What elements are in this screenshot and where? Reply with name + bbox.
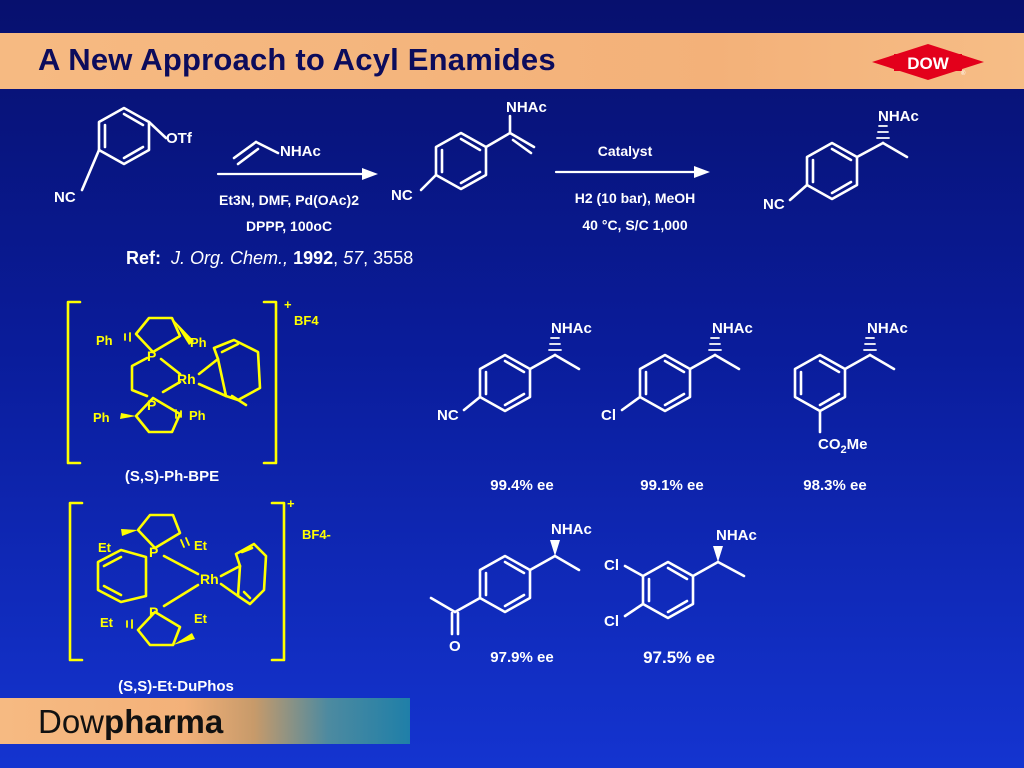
product-2-molecule xyxy=(620,353,741,413)
enamide-molecule xyxy=(419,114,536,192)
duphos-rh-label: Rh xyxy=(200,571,219,587)
svg-text:®: ® xyxy=(961,70,966,77)
product-1-molecule xyxy=(462,353,581,413)
dow-logo: DOW ® xyxy=(872,44,984,80)
product-2-ee: 99.1% ee xyxy=(640,477,703,494)
duphos-counterion: BF4- xyxy=(302,527,331,542)
step2-conditions-line2: 40 °C, S/C 1,000 xyxy=(582,217,687,233)
product-nc-label: NC xyxy=(763,196,785,213)
title-bar xyxy=(0,33,1024,89)
duphos-et-label-3: Et xyxy=(100,615,114,630)
reference-page: 3558 xyxy=(373,248,414,268)
reference-journal: J. Org. Chem., xyxy=(171,248,289,268)
bpe-ph-label-2: Ph xyxy=(190,335,207,350)
bpe-counterion: BF4 xyxy=(294,313,319,328)
svg-text:NHAc: NHAc xyxy=(867,320,908,337)
duphos-p-top: P xyxy=(149,544,158,560)
reference: Ref: J. Org. Chem., 1992, 57, 3558 xyxy=(126,248,414,268)
product-3-sub: CO2Me xyxy=(818,436,867,456)
step2-catalyst: Catalyst xyxy=(598,143,653,159)
dow-logo-text: DOW xyxy=(907,54,950,73)
product-3-molecule xyxy=(793,353,896,434)
svg-text:NHAc: NHAc xyxy=(551,320,592,337)
step1-conditions-line2: DPPP, 100oC xyxy=(246,218,332,234)
bpe-p-top: P xyxy=(147,348,156,364)
catalyst-1-name: (S,S)-Ph-BPE xyxy=(125,468,219,485)
product-1-sub: NC xyxy=(437,407,459,424)
svg-text:NHAc: NHAc xyxy=(712,320,753,337)
enamide-nc-label: NC xyxy=(391,187,413,204)
step2-conditions-line1: H2 (10 bar), MeOH xyxy=(575,190,696,206)
product-5-ee: 97.5% ee xyxy=(643,648,715,667)
bpe-rh-label: Rh xyxy=(177,371,196,387)
vinyl-acetamide xyxy=(232,140,280,166)
start-molecule xyxy=(80,106,168,192)
product-4-molecule xyxy=(429,554,581,636)
bpe-charge: + xyxy=(284,297,292,312)
step1-conditions-line1: Et3N, DMF, Pd(OAc)2 xyxy=(219,192,359,208)
bpe-p-bottom: P xyxy=(147,397,156,413)
reference-label: Ref: xyxy=(126,248,161,268)
duphos-et-label-1: Et xyxy=(98,540,112,555)
catalyst-ph-bpe xyxy=(66,300,278,465)
catalyst-et-duphos xyxy=(68,501,286,662)
product-1-ee: 99.4% ee xyxy=(490,477,553,494)
duphos-charge: + xyxy=(287,496,295,511)
duphos-et-label-4: Et xyxy=(194,611,208,626)
start-otf-label: OTf xyxy=(166,130,193,147)
reference-volume: 57 xyxy=(343,248,364,268)
product-nhac-label: NHAc xyxy=(878,108,919,125)
enamide-nhac-label: NHAc xyxy=(506,99,547,116)
footer-bar xyxy=(0,698,410,744)
duphos-p-bottom: P xyxy=(149,604,158,620)
bpe-ph-label-4: Ph xyxy=(189,408,206,423)
duphos-et-label-2: Et xyxy=(194,538,208,553)
catalyst-2-name: (S,S)-Et-DuPhos xyxy=(118,678,234,695)
bpe-ph-label-3: Ph xyxy=(93,410,110,425)
vinyl-nhac-label: NHAc xyxy=(280,143,321,160)
product-5-sub-1: Cl xyxy=(604,557,619,574)
bpe-ph-label-1: Ph xyxy=(96,333,113,348)
product-2-sub: Cl xyxy=(601,407,616,424)
reference-year: 1992 xyxy=(293,248,334,268)
footer-brand: Dowpharma xyxy=(38,703,224,740)
svg-text:NHAc: NHAc xyxy=(551,521,592,538)
product-5-sub-2: Cl xyxy=(604,613,619,630)
product-4-sub: O xyxy=(449,638,461,655)
slide-title: A New Approach to Acyl Enamides xyxy=(38,42,556,77)
product-5-molecule xyxy=(623,560,746,620)
product-molecule xyxy=(788,141,909,202)
start-nc-label: NC xyxy=(54,189,76,206)
product-4-ee: 97.9% ee xyxy=(490,649,553,666)
product-3-ee: 98.3% ee xyxy=(803,477,866,494)
svg-text:NHAc: NHAc xyxy=(716,527,757,544)
